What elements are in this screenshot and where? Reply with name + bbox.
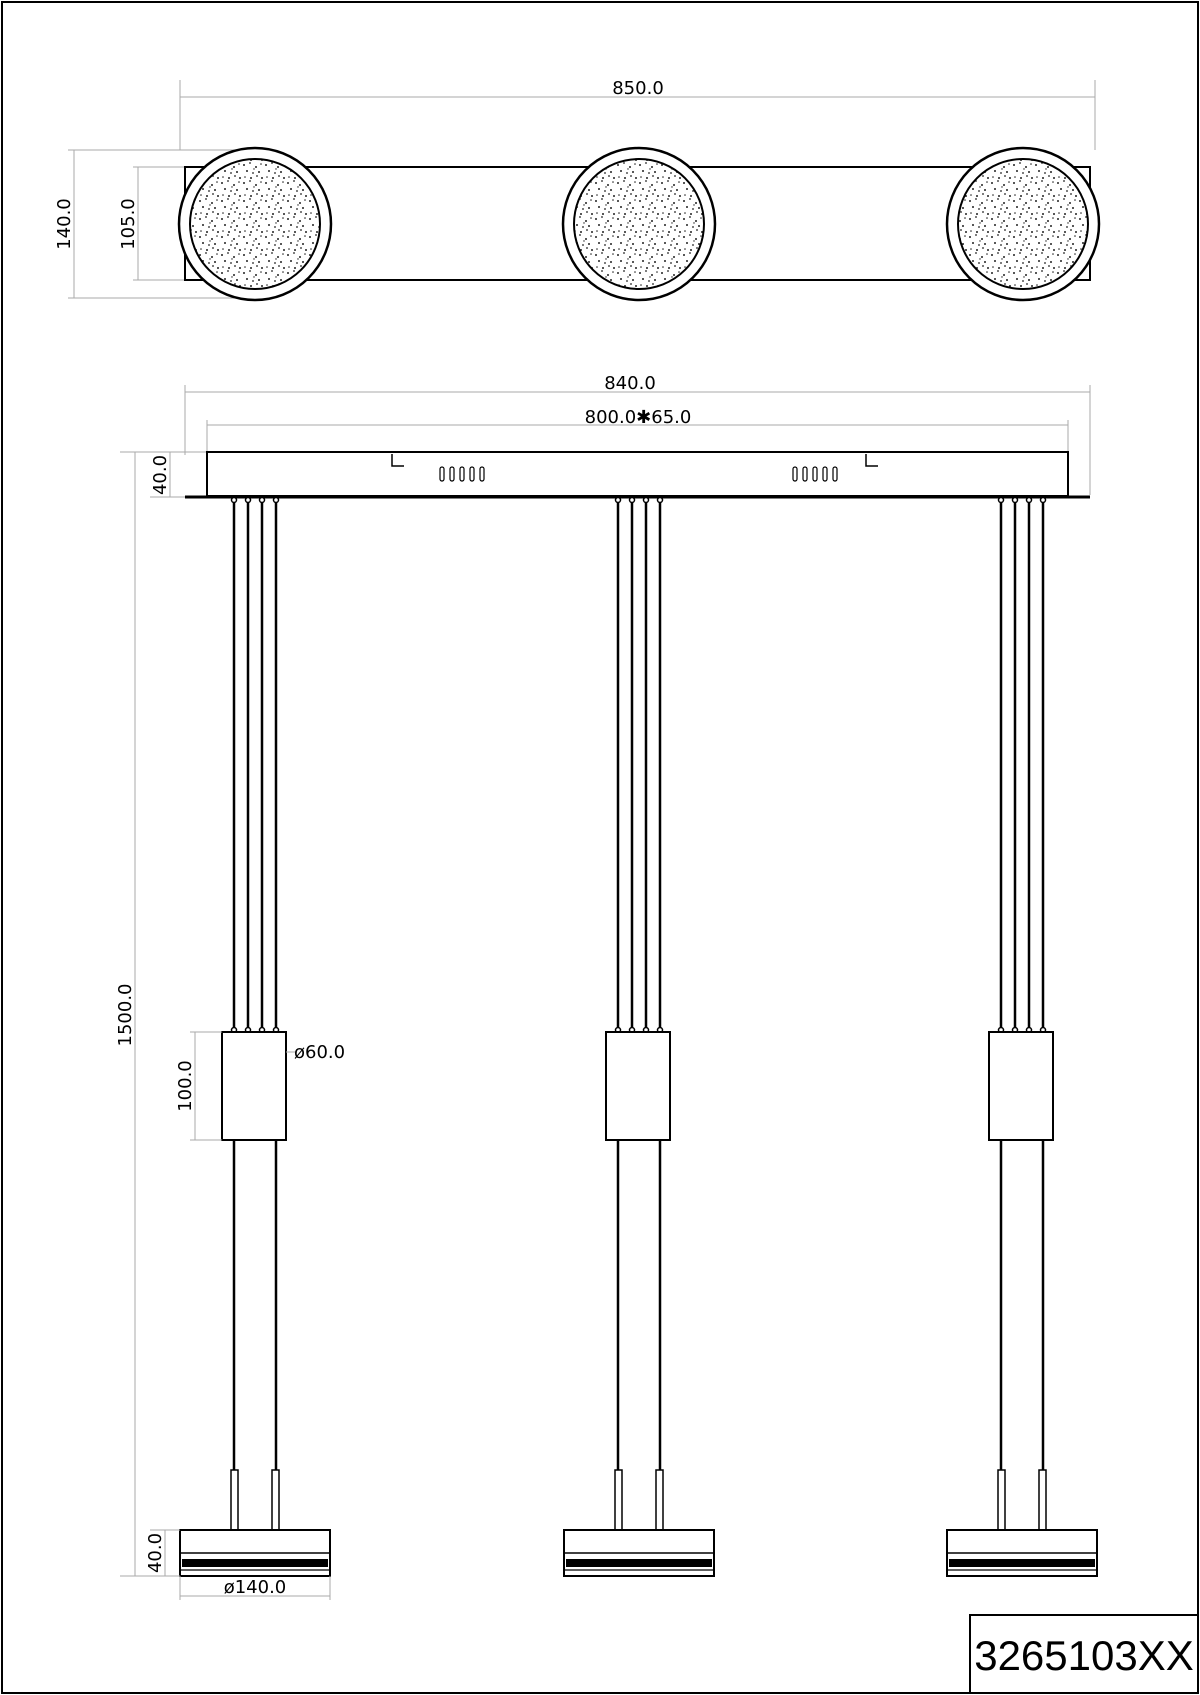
dim-body-height: 100.0 <box>175 1060 196 1112</box>
canopy <box>185 451 1090 499</box>
dim-head-height: 40.0 <box>145 1533 166 1573</box>
dim-canopy-height: 40.0 <box>150 455 171 495</box>
pendant-2 <box>562 495 716 1578</box>
canopy-vents-right <box>792 466 838 482</box>
dim-total-height: 1500.0 <box>115 984 136 1047</box>
top-lamp-3 <box>945 146 1101 302</box>
top-view: 850.0 140.0 105.0 <box>54 78 1101 302</box>
title-block: 3265103XX <box>969 1614 1199 1694</box>
front-view: 840.0 800.0✱65.0 40.0 1500.0 <box>115 373 1099 1600</box>
pendant-3 <box>945 495 1099 1578</box>
dim-canopy-mount: 800.0✱65.0 <box>585 407 692 428</box>
dim-top-height: 140.0 <box>54 198 75 250</box>
dim-top-inner-height: 105.0 <box>118 198 139 250</box>
product-code: 3265103XX <box>974 1632 1194 1679</box>
pendant-1 <box>179 496 331 1577</box>
top-lamp-1 <box>177 146 333 302</box>
dim-top-width: 850.0 <box>612 78 664 99</box>
dim-canopy-width: 840.0 <box>604 373 656 394</box>
canopy-vents-left <box>439 466 485 482</box>
top-lamp-2 <box>561 146 717 302</box>
dim-head-diameter: ø140.0 <box>224 1577 287 1598</box>
dim-body-diameter: ø60.0 <box>294 1042 345 1063</box>
